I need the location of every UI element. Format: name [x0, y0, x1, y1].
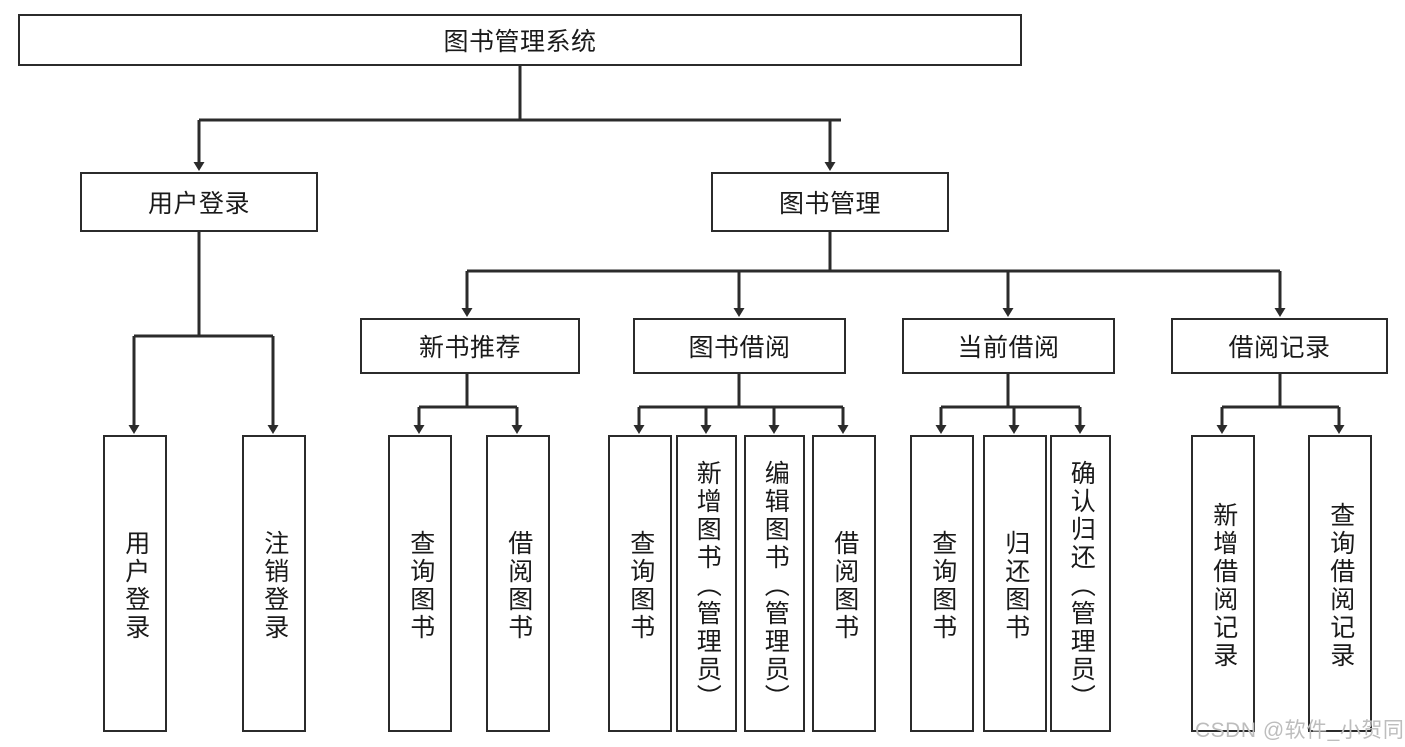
node-root[interactable]: 图书管理系统: [18, 14, 1022, 66]
leaf-borrow-book-2-label: 借阅图书: [830, 529, 859, 642]
leaf-borrow-book-1[interactable]: 借阅图书: [486, 435, 550, 732]
leaf-query-book-2-label: 查询图书: [626, 529, 655, 642]
leaf-query-book-1[interactable]: 查询图书: [388, 435, 452, 732]
leaf-logout[interactable]: 注销登录: [242, 435, 306, 732]
edge-group-new-book-recommend: [413, 374, 523, 434]
leaf-logout-label: 注销登录: [260, 529, 289, 642]
edge-group-current-borrow: [935, 374, 1086, 434]
leaf-query-book-2[interactable]: 查询图书: [608, 435, 672, 732]
node-borrow-record-label: 借阅记录: [1228, 334, 1331, 362]
csdn-watermark: CSDN @软件_小贺同学: [1195, 719, 1405, 742]
leaf-user-login-label: 用户登录: [121, 529, 150, 642]
leaf-edit-book[interactable]: 编辑图书（管理员）: [744, 435, 805, 732]
node-book-manage-label: 图书管理: [778, 190, 881, 218]
node-user-login-label: 用户登录: [147, 190, 250, 218]
leaf-query-record-label: 查询借阅记录: [1326, 501, 1355, 670]
leaf-confirm-return[interactable]: 确认归还（管理员）: [1050, 435, 1111, 732]
leaf-return-book-label: 归还图书: [1001, 529, 1030, 642]
edge-group-book-manage: [461, 232, 1286, 317]
leaf-query-book-3[interactable]: 查询图书: [910, 435, 974, 732]
leaf-add-book[interactable]: 新增图书（管理员）: [676, 435, 737, 732]
node-book-borrow-label: 图书借阅: [688, 334, 791, 362]
leaf-add-record[interactable]: 新增借阅记录: [1191, 435, 1255, 732]
leaf-query-book-3-label: 查询图书: [928, 529, 957, 642]
node-borrow-record[interactable]: 借阅记录: [1171, 318, 1388, 374]
leaf-add-record-label: 新增借阅记录: [1209, 501, 1238, 670]
node-new-book-recommend-label: 新书推荐: [418, 334, 521, 362]
edge-group-borrow-record: [1216, 374, 1345, 434]
leaf-query-book-1-label: 查询图书: [406, 529, 435, 642]
node-new-book-recommend[interactable]: 新书推荐: [360, 318, 580, 374]
leaf-query-record[interactable]: 查询借阅记录: [1308, 435, 1372, 732]
node-book-borrow[interactable]: 图书借阅: [633, 318, 846, 374]
leaf-add-book-label: 新增图书（管理员）: [693, 459, 722, 712]
node-user-login[interactable]: 用户登录: [80, 172, 318, 232]
leaf-return-book[interactable]: 归还图书: [983, 435, 1047, 732]
edge-group-book-borrow: [633, 374, 849, 434]
edge-group-user-login: [128, 232, 279, 434]
leaf-confirm-return-label: 确认归还（管理员）: [1067, 459, 1096, 712]
node-root-label: 图书管理系统: [443, 28, 597, 56]
edge-group-root: [193, 66, 841, 171]
leaf-borrow-book-2[interactable]: 借阅图书: [812, 435, 876, 732]
leaf-borrow-book-1-label: 借阅图书: [504, 529, 533, 642]
leaf-edit-book-label: 编辑图书（管理员）: [761, 459, 790, 712]
leaf-user-login[interactable]: 用户登录: [103, 435, 167, 732]
node-current-borrow[interactable]: 当前借阅: [902, 318, 1115, 374]
node-current-borrow-label: 当前借阅: [957, 334, 1060, 362]
node-book-manage[interactable]: 图书管理: [711, 172, 949, 232]
